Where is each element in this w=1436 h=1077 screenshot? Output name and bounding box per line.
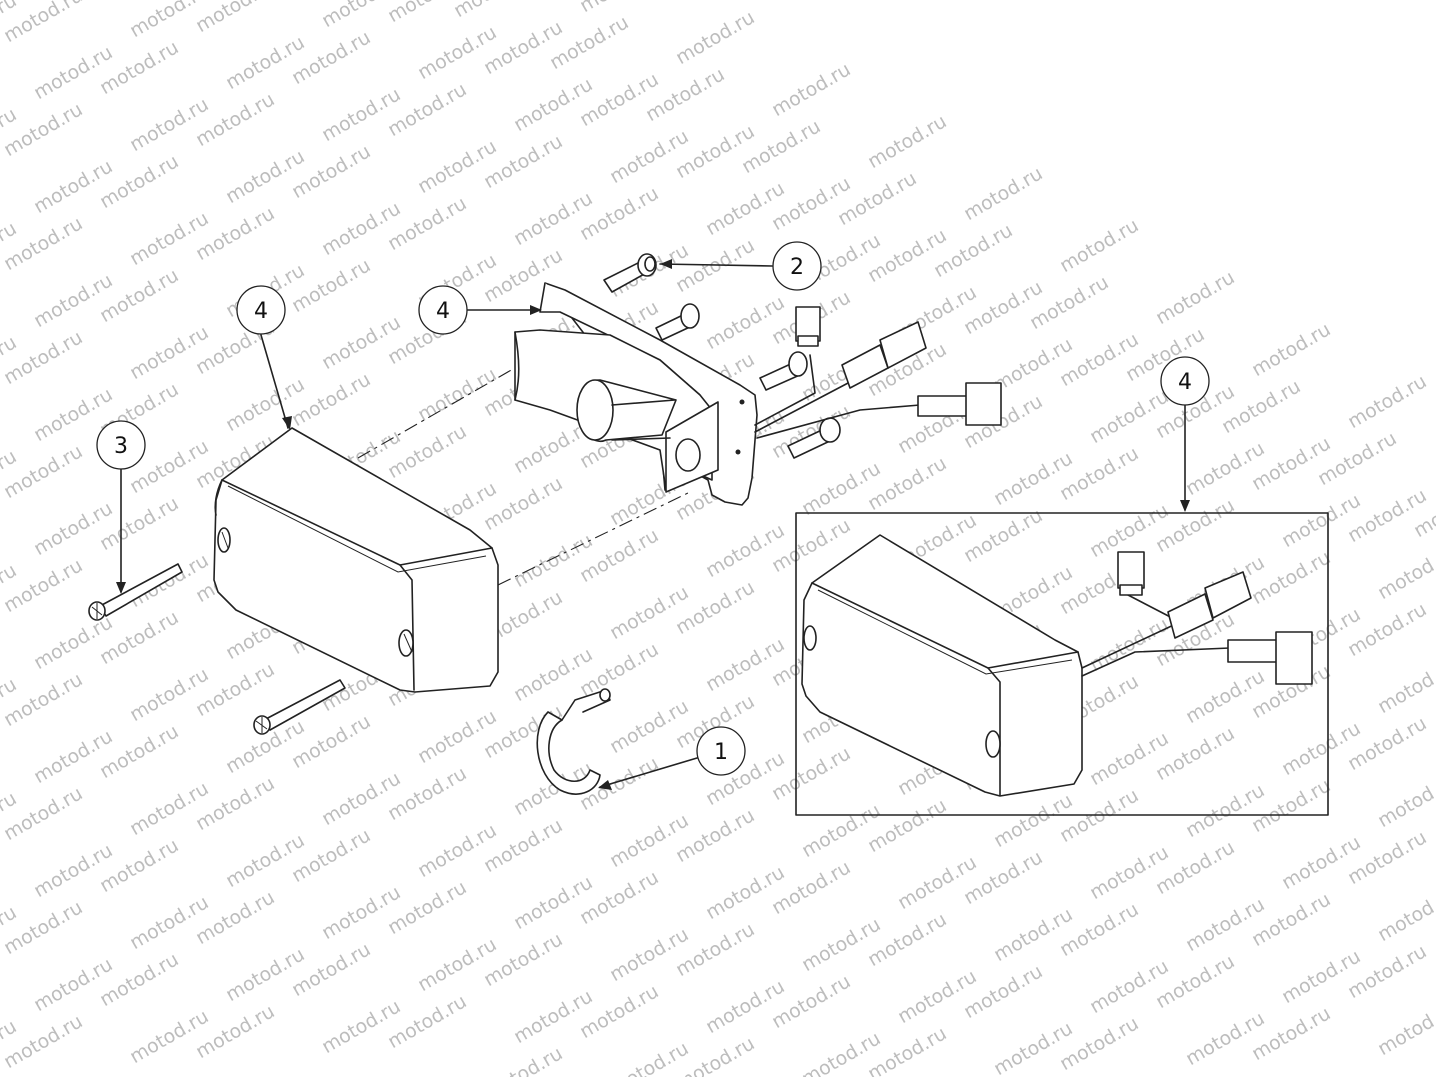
connector-male: [917, 395, 969, 417]
callout-4-lens-label: 4: [254, 299, 268, 324]
lens-screw-lower: [253, 679, 346, 735]
callout-4-lens: 4: [236, 285, 286, 335]
lens-screw-hole-right: [398, 629, 414, 657]
connector-female: [841, 344, 889, 389]
wire-harness-exploded: [754, 306, 1002, 439]
taillight-lens: [213, 427, 499, 693]
mounting-base-plate: [514, 282, 758, 506]
assembly-guide-lines: [357, 364, 691, 586]
lens-screw-upper: [88, 563, 183, 621]
callout-4-assembly-label: 4: [1178, 370, 1192, 395]
assembled-view-inset: [795, 512, 1329, 816]
bracket-bolt-middle: [655, 303, 700, 341]
callout-2-label: 2: [790, 255, 804, 280]
inset-frame: [795, 512, 1329, 816]
callout-3-label: 3: [114, 434, 128, 459]
callout-3: 3: [96, 420, 146, 470]
callout-1-label: 1: [714, 740, 728, 765]
wire-clamp: [536, 688, 611, 795]
callout-4-assembly: 4: [1160, 356, 1210, 406]
bracket-bolt-right: [759, 351, 808, 391]
lens-screw-hole-left: [217, 527, 231, 553]
callout-2: 2: [772, 241, 822, 291]
callout-leaders: [116, 259, 1190, 790]
bracket-bolt-top: [603, 253, 657, 293]
callout-1: 1: [696, 726, 746, 776]
callout-4-bracket-label: 4: [436, 299, 450, 324]
bracket-bolt-bottom: [787, 417, 841, 459]
callout-4-bracket: 4: [418, 285, 468, 335]
